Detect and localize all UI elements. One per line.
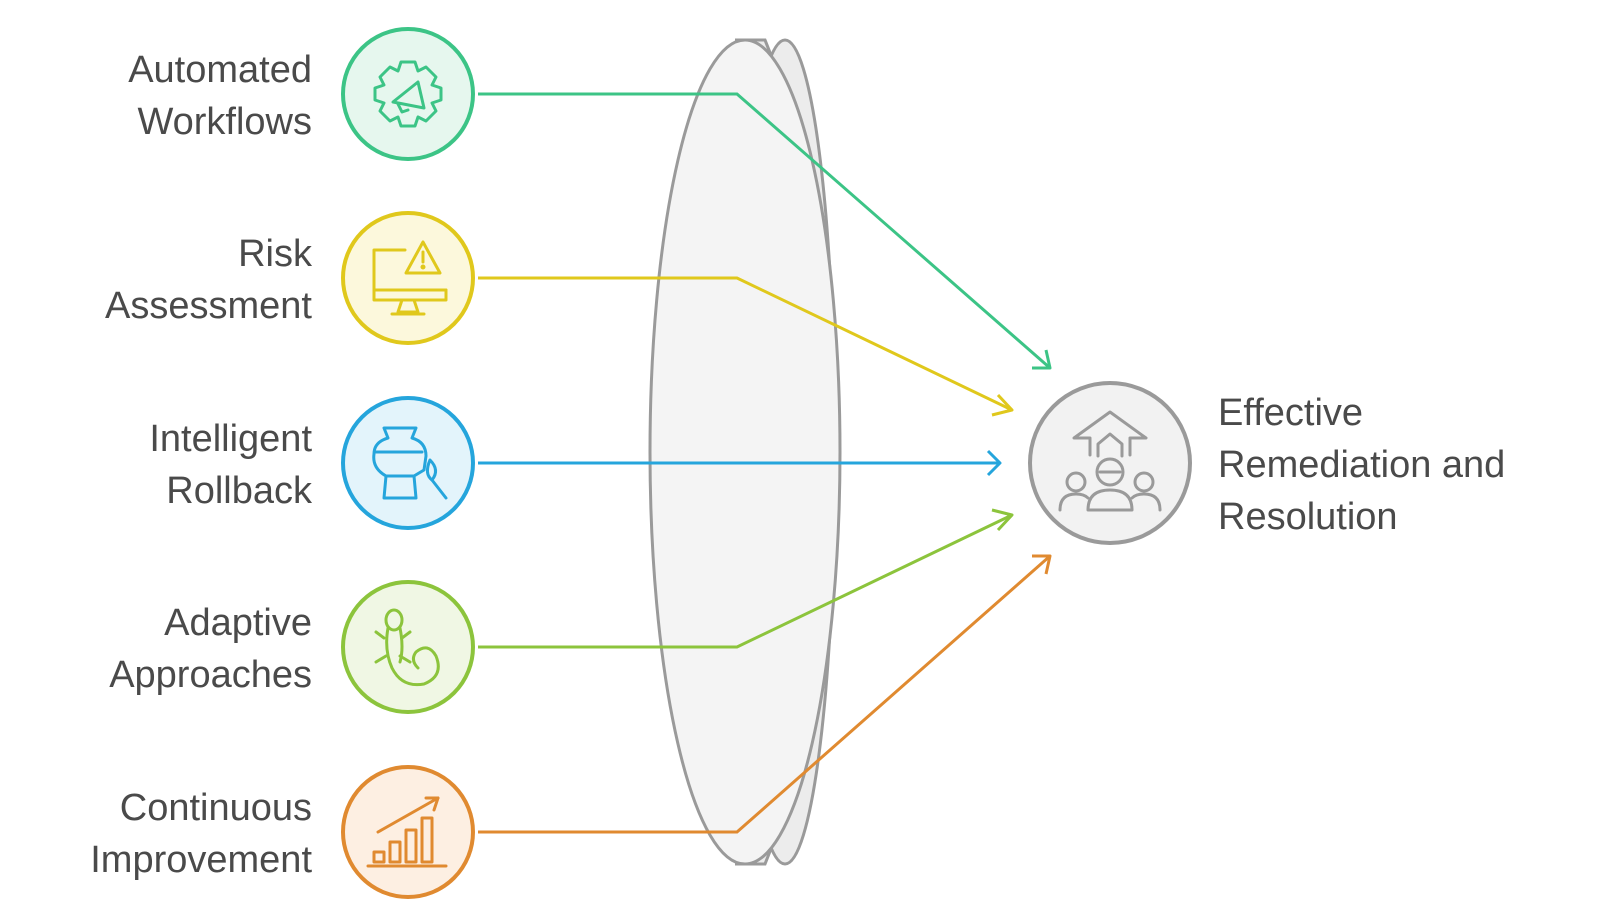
connector-adaptive-approaches — [478, 508, 1014, 649]
risk-assessment-circle — [341, 211, 475, 345]
input-adaptive-approaches: Adaptive Approaches — [109, 580, 475, 714]
input-intelligent-rollback: Intelligent Rollback — [149, 396, 475, 530]
continuous-improvement-label-line2: Improvement — [90, 839, 312, 881]
intelligent-rollback-label-line2: Rollback — [166, 470, 313, 512]
team-upward-arrow-icon — [1058, 410, 1162, 512]
growth-chart-icon — [366, 796, 448, 868]
connector-risk-assessment — [478, 276, 1014, 417]
connector-automated-workflows — [478, 92, 1052, 370]
intelligent-rollback-circle — [341, 396, 475, 530]
output-label-line2: Remediation and — [1218, 444, 1505, 486]
output-label-line3: Resolution — [1218, 496, 1398, 538]
connector-continuous-improvement — [478, 554, 1052, 834]
output-label-line1: Effective — [1218, 392, 1363, 434]
vase-brush-icon — [372, 426, 448, 500]
adaptive-approaches-circle — [341, 580, 475, 714]
automated-workflows-label-line2: Workflows — [137, 101, 312, 143]
input-risk-assessment: Risk Assessment — [105, 211, 475, 345]
input-continuous-improvement: Continuous Improvement — [90, 765, 475, 899]
risk-assessment-label-line2: Assessment — [105, 285, 312, 327]
connector-intelligent-rollback — [478, 449, 1002, 477]
input-automated-workflows: Automated Workflows — [128, 27, 475, 161]
output-circle — [1028, 381, 1192, 545]
continuous-improvement-circle — [341, 765, 475, 899]
output-effective-remediation: Effective Remediation and Resolution — [1028, 381, 1505, 545]
monitor-warning-icon — [372, 240, 448, 316]
adaptive-approaches-label-line1: Adaptive — [164, 602, 312, 644]
risk-assessment-label-line1: Risk — [238, 233, 313, 275]
lens — [648, 38, 842, 866]
automated-workflows-label-line1: Automated — [128, 49, 312, 91]
salamander-icon — [374, 608, 440, 687]
continuous-improvement-label-line1: Continuous — [120, 787, 312, 829]
gear-megaphone-icon — [373, 60, 443, 128]
automated-workflows-circle — [341, 27, 475, 161]
intelligent-rollback-label-line1: Intelligent — [149, 418, 312, 460]
adaptive-approaches-label-line2: Approaches — [109, 654, 312, 696]
